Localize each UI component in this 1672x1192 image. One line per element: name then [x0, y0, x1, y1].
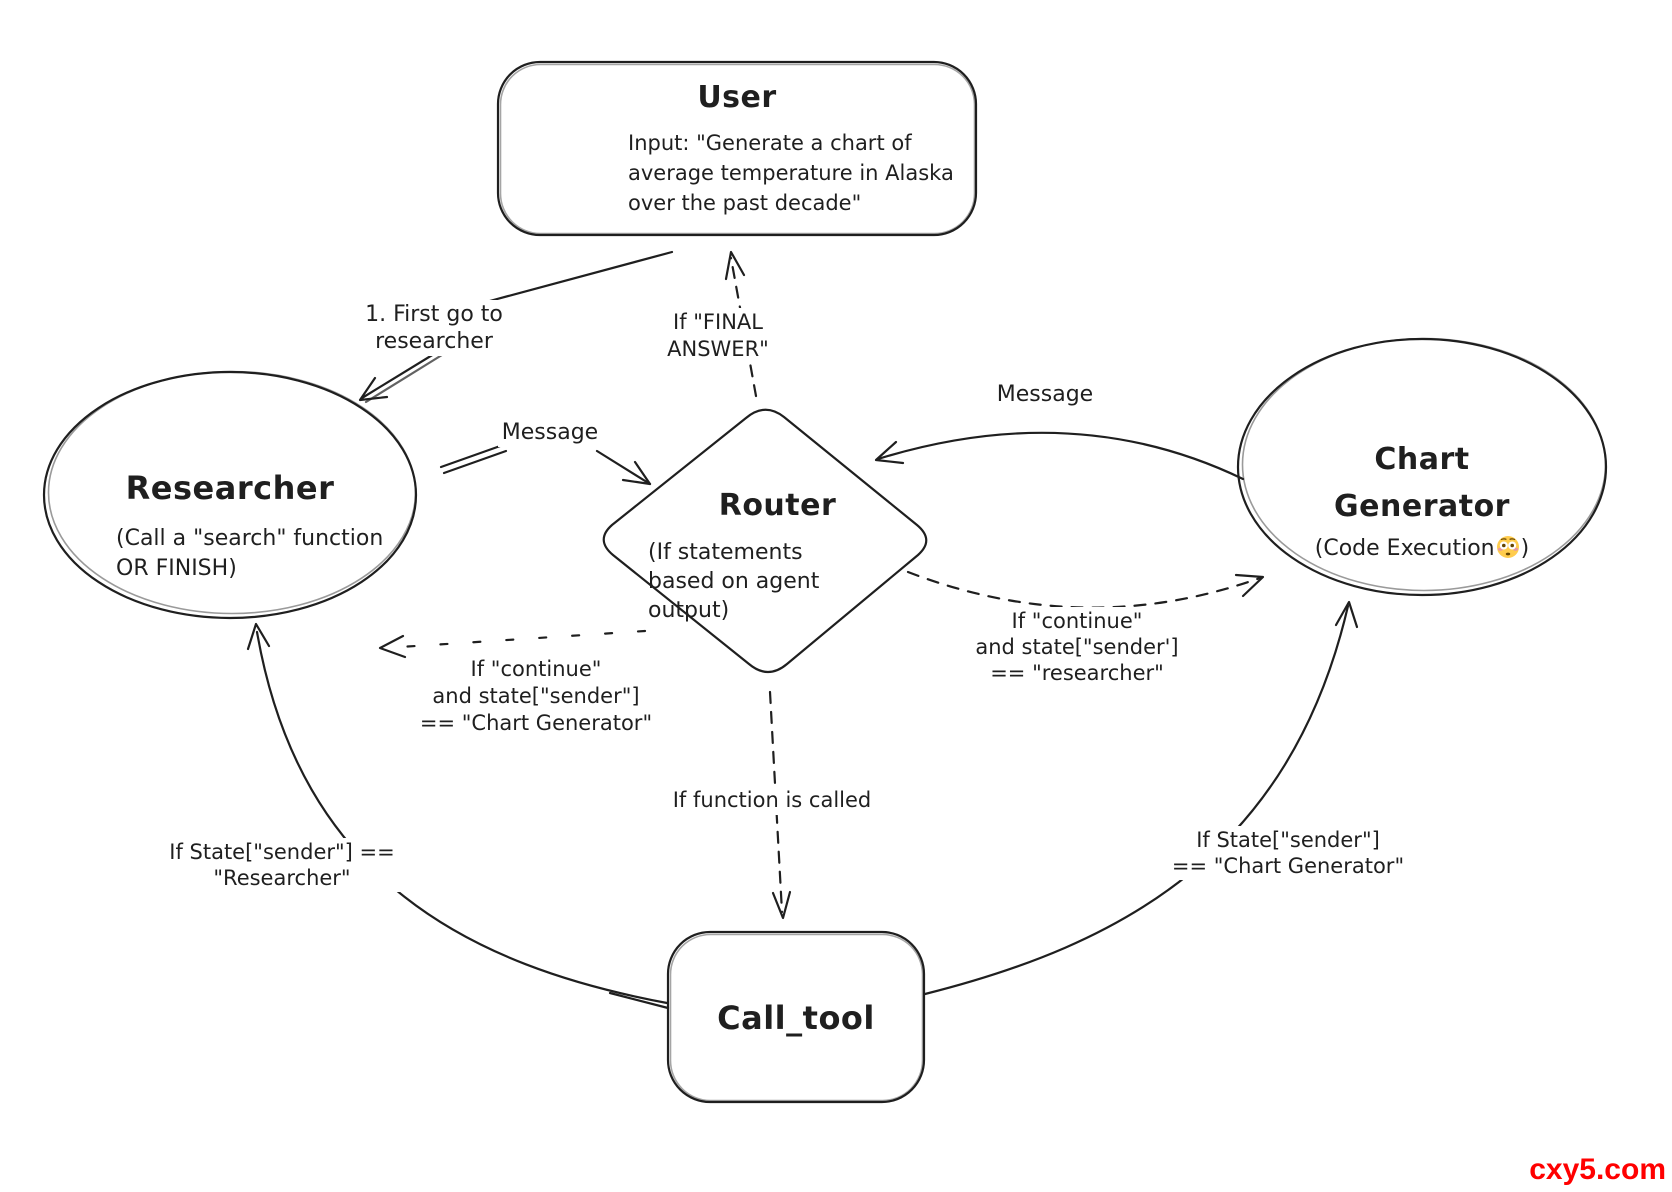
arrowhead-to-user [724, 250, 746, 281]
edge-router-to-researcher [383, 629, 647, 650]
researcher-node-title: Researcher [125, 469, 335, 507]
edge-label-state-researcher: If State["sender"] == "Researcher" [152, 838, 412, 892]
researcher-node-shape-sketch [47, 370, 417, 615]
edge-label-message-left: Message [498, 418, 602, 447]
researcher-node-shape [42, 370, 418, 620]
edge-call-tool-to-researcher [255, 630, 669, 1005]
edge-chart-generator-to-router [876, 431, 1245, 481]
arrowhead-to-chart-generator-bottom [1334, 600, 1359, 629]
user-node-shape [496, 60, 978, 237]
chart-generator-subtitle-suffix: ) [1520, 536, 1530, 561]
router-node-title: Router [718, 488, 837, 523]
edge-router-to-chart-generator [906, 570, 1262, 609]
edge-label-if-function-is-called: If function is called [652, 786, 892, 815]
researcher-node-subtitle: (Call a "search" function OR FINISH) [116, 526, 384, 581]
edge-call-tool-to-researcher-stub [608, 991, 670, 1010]
user-node-title: User [697, 80, 777, 115]
chart-generator-subtitle-prefix: (Code Execution [1314, 536, 1495, 561]
call-tool-node-title: Call_tool [717, 999, 875, 1037]
edge-label-state-chart-generator: If State["sender"] == "Chart Generator" [1160, 826, 1416, 880]
arrowhead-to-router-right [874, 440, 905, 465]
chart-generator-node-title: Chart Generator [1334, 442, 1510, 524]
user-node-shape-sketch [499, 63, 976, 235]
chart-generator-node-subtitle: (Code Execution) [1272, 535, 1572, 568]
edge-label-condition-to-researcher: If "continue" and state["sender"] == "Ch… [410, 655, 662, 738]
router-node-subtitle: (If statements based on agent output) [648, 540, 820, 623]
arrowhead-to-chart-generator-side [1234, 573, 1265, 598]
edge-label-if-final-answer: If "FINAL ANSWER" [616, 308, 820, 364]
edge-user-to-researcher-lower-sketch [364, 348, 452, 404]
arrowhead-to-researcher-bottom [246, 622, 271, 651]
edge-label-condition-to-chart-generator: If "continue" and state["sender'] == "re… [962, 607, 1192, 687]
edge-researcher-to-router-b [442, 449, 508, 475]
edge-label-first-go-to-researcher: 1. First go to researcher [348, 300, 520, 356]
chart-generator-node-shape-sketch [1241, 337, 1607, 592]
edge-researcher-to-router-c [595, 449, 652, 486]
call-tool-node-shape [666, 930, 926, 1104]
arrowhead-to-router-left [621, 460, 652, 486]
arrowhead-to-researcher-side [378, 634, 407, 659]
arrowhead-to-call-tool [771, 890, 792, 920]
router-node-shape [602, 408, 928, 674]
watermark-text: cxy5.com [1529, 1153, 1666, 1186]
chart-generator-node-shape [1236, 337, 1608, 597]
arrowhead-to-researcher-top [358, 376, 389, 402]
edge-researcher-to-router-a [439, 443, 505, 469]
call-tool-node-shape-sketch [669, 933, 924, 1102]
user-node-body: Input: "Generate a chart of average temp… [628, 131, 954, 215]
edge-label-message-right: Message [993, 380, 1097, 409]
flushed-face-emoji-icon [1496, 535, 1520, 568]
edge-user-to-researcher-upper [484, 250, 674, 304]
